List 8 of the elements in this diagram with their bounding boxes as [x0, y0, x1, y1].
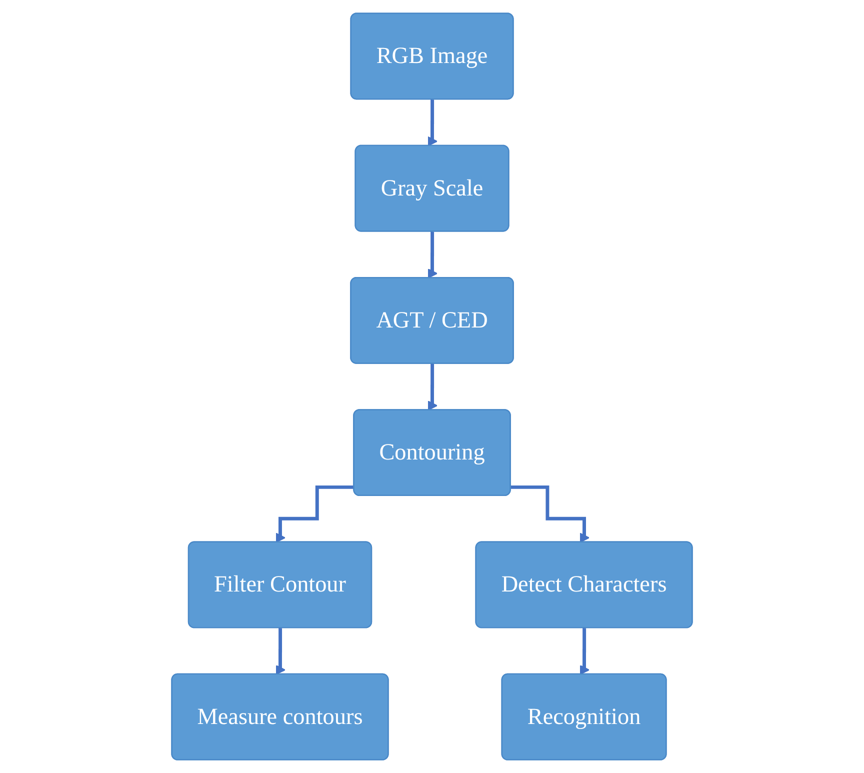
- process-box: Recognition: [501, 673, 667, 760]
- process-box: AGT / CED: [350, 276, 514, 364]
- process-box: Filter Contour: [188, 541, 372, 628]
- process-box: RGB Image: [350, 12, 514, 100]
- process-box: Gray Scale: [354, 144, 510, 232]
- process-box: Contouring: [353, 409, 511, 496]
- process-box: Measure contours: [171, 673, 389, 760]
- process-box: Detect Characters: [475, 541, 693, 628]
